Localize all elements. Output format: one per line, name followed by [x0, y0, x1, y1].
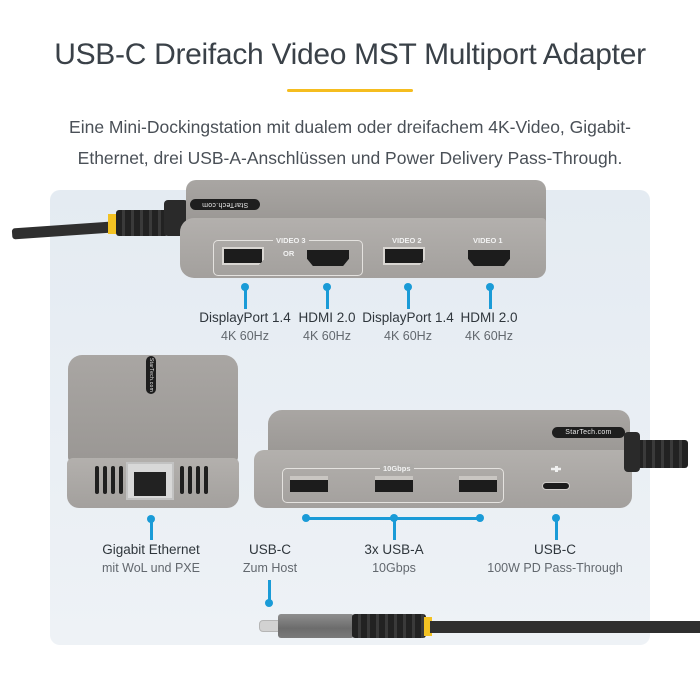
port-label-hdmi-2: HDMI 2.0 4K 60Hz [460, 310, 518, 343]
usb-c-connector-housing [278, 614, 354, 638]
hdmi-icon [468, 250, 510, 266]
vent-slot [180, 466, 184, 494]
port-label-displayport-1: DisplayPort 1.4 4K 60Hz [199, 310, 291, 343]
vent-slot [95, 466, 99, 494]
vent-slot [119, 466, 123, 494]
vent-slot [111, 466, 115, 494]
brand-logo: StarTech.com [552, 427, 625, 438]
port-label-displayport-2: DisplayPort 1.4 4K 60Hz [362, 310, 454, 343]
port-label-ethernet: Gigabit Ethernet mit WoL und PXE [102, 542, 200, 575]
page-title: USB-C Dreifach Video MST Multiport Adapt… [54, 38, 646, 71]
usb-a-icon [459, 476, 497, 492]
video1-label: VIDEO 1 [473, 236, 503, 245]
or-label: OR [283, 249, 295, 258]
displayport-icon [383, 247, 425, 265]
usb-a-icon [290, 476, 328, 492]
accent-divider [287, 89, 413, 92]
callout-dot [265, 599, 273, 607]
usb-c-connector-icon [259, 620, 279, 632]
callout-dot [476, 514, 484, 522]
hdmi-icon [307, 250, 349, 266]
top-cable-yellow-band [108, 214, 116, 234]
usb-c-icon [542, 482, 570, 490]
callout-line [406, 286, 410, 309]
video3-label: VIDEO 3 [273, 236, 309, 245]
top-cable-strain-relief [116, 210, 168, 236]
bottom-cable-boot [624, 432, 640, 472]
vent-slot [103, 466, 107, 494]
vent-slot [188, 466, 192, 494]
brand-logo-vertical: StarTech.com [146, 356, 156, 394]
port-label-hdmi-1: HDMI 2.0 4K 60Hz [298, 310, 356, 343]
port-label-usb-c-pd: USB-C 100W PD Pass-Through [487, 542, 623, 575]
callout-line [243, 286, 247, 309]
callout-line [325, 286, 329, 309]
page-subtitle: Eine Mini-Dockingstation mit dualem oder… [0, 112, 700, 174]
subtitle-line-1: Eine Mini-Dockingstation mit dualem oder… [69, 117, 631, 137]
video2-label: VIDEO 2 [392, 236, 422, 245]
callout-line [149, 518, 153, 540]
usba-speed-label: 10Gbps [380, 464, 414, 473]
rj45-icon [126, 462, 174, 500]
displayport-icon [222, 247, 264, 265]
port-label-usb-a: 3x USB-A 10Gbps [364, 542, 424, 575]
usb-a-icon [375, 476, 413, 492]
brand-logo: StarTech.com [190, 199, 260, 210]
power-plug-icon [551, 466, 561, 472]
callout-line [554, 518, 558, 540]
vent-slot [196, 466, 200, 494]
callout-line [392, 518, 396, 540]
callout-line [267, 580, 271, 602]
vent-slot [204, 466, 208, 494]
port-label-usb-c-host: USB-C Zum Host [242, 542, 298, 575]
host-cable-strain-relief [352, 614, 426, 638]
callout-line [488, 286, 492, 309]
host-cable [430, 621, 700, 633]
host-cable-yellow-band [424, 617, 432, 636]
subtitle-line-2: Ethernet, drei USB-A-Anschlüssen und Pow… [77, 148, 623, 168]
